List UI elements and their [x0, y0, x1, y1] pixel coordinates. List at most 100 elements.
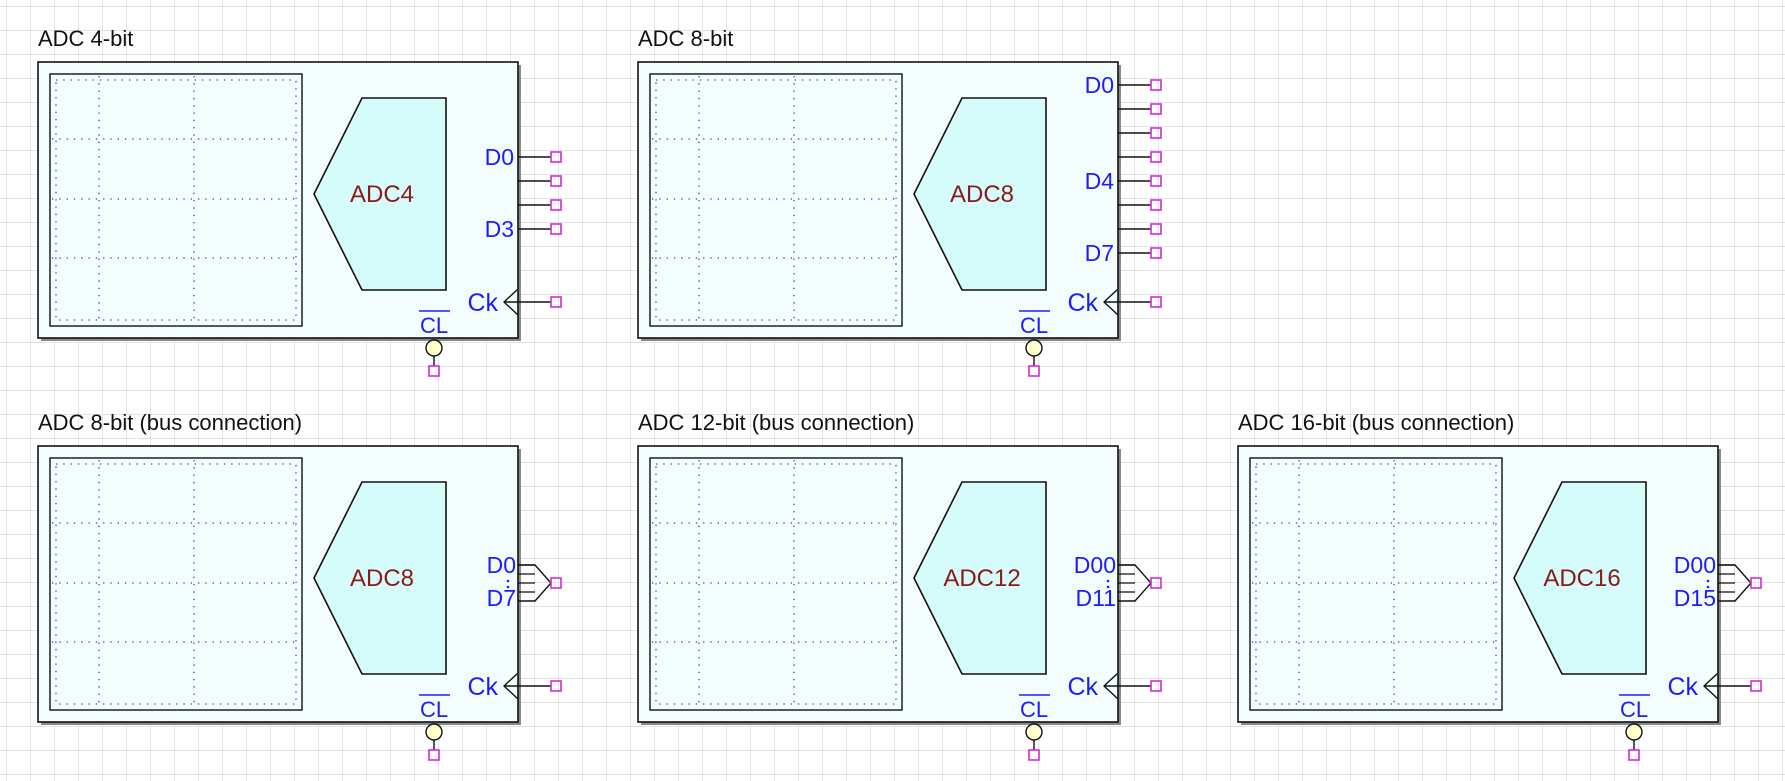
clock-terminal[interactable] [550, 296, 562, 308]
clock-pin[interactable]: Ck [467, 288, 551, 317]
adc-symbol [913, 481, 1047, 675]
clock-pin[interactable]: Ck [1667, 672, 1751, 701]
clear-terminal[interactable] [428, 749, 440, 761]
bus-terminal[interactable] [1150, 577, 1162, 589]
pin-terminal[interactable] [1150, 151, 1162, 163]
bus-top-label: D0 [487, 552, 516, 578]
clear-terminal[interactable] [1028, 749, 1040, 761]
dot-border [55, 463, 297, 705]
clock-terminal[interactable] [1150, 680, 1162, 692]
adc-chip-label: ADC8 [350, 565, 414, 592]
adc-chip-label: ADC16 [1543, 565, 1620, 592]
clear-pin[interactable]: CL [1619, 694, 1650, 750]
component-title: ADC 16-bit (bus connection) [1238, 410, 1514, 435]
data-pin[interactable]: D7 [1085, 240, 1151, 266]
adc-chip-label: ADC8 [950, 181, 1014, 208]
dot-border [655, 79, 897, 321]
clock-label: Ck [1667, 673, 1698, 701]
clear-label: CL [1020, 697, 1048, 722]
pin-terminal[interactable] [1150, 127, 1162, 139]
display-panel [649, 457, 903, 711]
pin-label: D7 [1085, 240, 1114, 266]
clear-pin[interactable]: CL [1019, 694, 1050, 750]
bus-dot [506, 579, 510, 583]
pin-terminal[interactable] [550, 199, 562, 211]
inversion-bubble [1625, 723, 1643, 741]
panel-dot-grid [652, 460, 900, 708]
adc-symbol [313, 97, 447, 291]
clock-terminal[interactable] [1150, 296, 1162, 308]
dot-border [655, 463, 897, 705]
pin-terminal[interactable] [550, 151, 562, 163]
component-title: ADC 8-bit [638, 26, 733, 51]
clear-label: CL [420, 697, 448, 722]
inversion-bubble [425, 723, 443, 741]
pin-label: D3 [485, 216, 514, 242]
display-panel [49, 73, 303, 327]
bus-top-label: D00 [1074, 552, 1116, 578]
pin-terminal[interactable] [550, 175, 562, 187]
pin-terminal[interactable] [1150, 199, 1162, 211]
clear-label: CL [1620, 697, 1648, 722]
adc-chip-label: ADC12 [943, 565, 1020, 592]
bus-terminal[interactable] [550, 577, 562, 589]
clear-terminal[interactable] [1628, 749, 1640, 761]
data-pin[interactable]: D4 [1085, 168, 1151, 194]
clear-pin[interactable]: CL [1019, 310, 1050, 366]
adc-symbol [913, 97, 1047, 291]
clock-pin[interactable]: Ck [1067, 288, 1151, 317]
bus-terminal[interactable] [1750, 577, 1762, 589]
bus-bottom-label: D11 [1076, 585, 1117, 611]
clear-pin[interactable]: CL [419, 694, 450, 750]
pin-terminal[interactable] [1150, 247, 1162, 259]
bus-dot [1106, 585, 1110, 589]
adc-chip-label: ADC4 [350, 181, 414, 208]
data-pin[interactable]: D0 [1085, 72, 1151, 98]
component-title: ADC 8-bit (bus connection) [38, 410, 302, 435]
clear-label: CL [1020, 313, 1048, 338]
clock-pin[interactable]: Ck [1067, 672, 1151, 701]
clear-terminal[interactable] [428, 365, 440, 377]
component-title: ADC 12-bit (bus connection) [638, 410, 914, 435]
clear-pin[interactable]: CL [419, 310, 450, 366]
pin-terminal[interactable] [550, 223, 562, 235]
clock-terminal[interactable] [1750, 680, 1762, 692]
pin-label: D4 [1085, 168, 1115, 194]
bus-dot [1106, 579, 1110, 583]
pin-label: D0 [485, 144, 514, 170]
clock-label: Ck [1067, 289, 1098, 317]
dot-border [1255, 463, 1497, 705]
clock-terminal[interactable] [550, 680, 562, 692]
clock-label: Ck [467, 673, 498, 701]
clear-label: CL [420, 313, 448, 338]
bus-bottom-label: D7 [487, 585, 516, 611]
inversion-bubble [1025, 339, 1043, 357]
data-pin[interactable]: D0 [485, 144, 551, 170]
bus-top-label: D00 [1674, 552, 1716, 578]
dot-border [55, 79, 297, 321]
pin-terminal[interactable] [1150, 79, 1162, 91]
panel-dot-grid [652, 76, 900, 324]
pin-terminal[interactable] [1150, 175, 1162, 187]
pin-terminal[interactable] [1150, 103, 1162, 115]
adc-symbol [1513, 481, 1647, 675]
display-panel [1249, 457, 1503, 711]
data-pin[interactable]: D3 [485, 216, 551, 242]
display-panel [649, 73, 903, 327]
clock-pin[interactable]: Ck [467, 672, 551, 701]
inversion-bubble [425, 339, 443, 357]
pin-terminal[interactable] [1150, 223, 1162, 235]
bus-dot [1706, 579, 1710, 583]
clear-terminal[interactable] [1028, 365, 1040, 377]
bus-bottom-label: D15 [1674, 585, 1716, 611]
panel-dot-grid [52, 460, 300, 708]
